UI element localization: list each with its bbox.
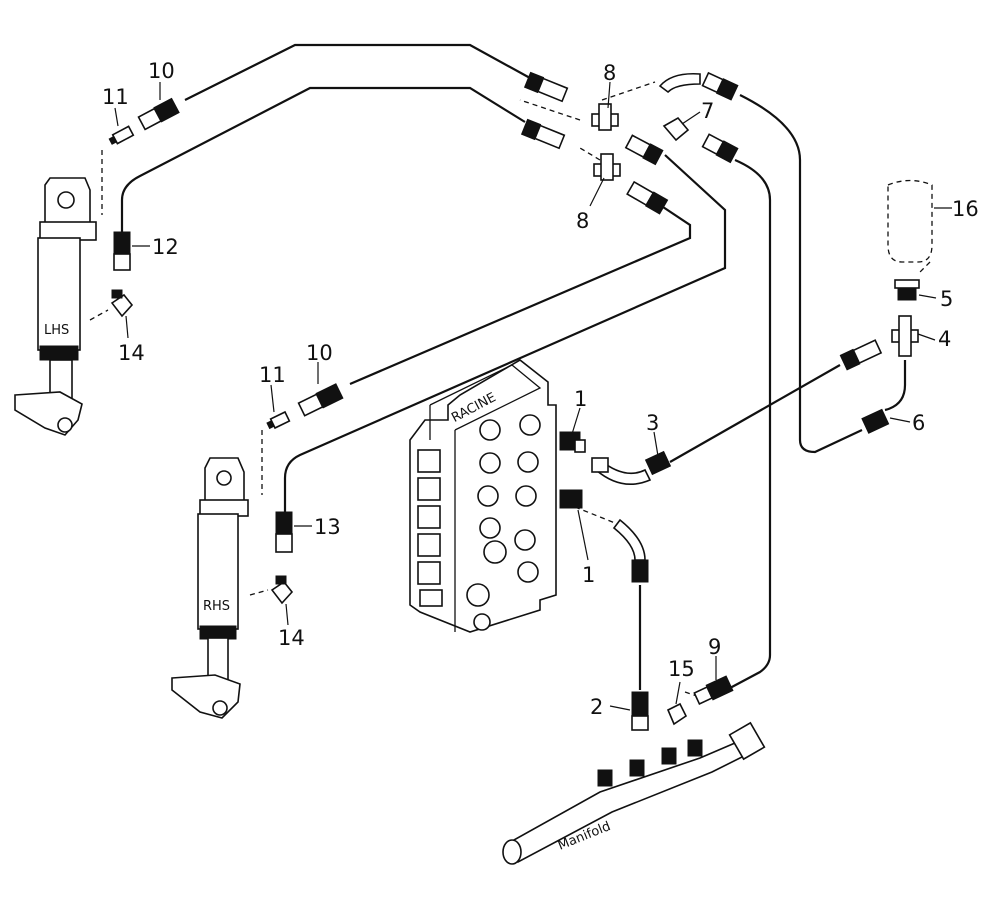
hose-end-6 (861, 408, 890, 434)
pipe-bend-6 (884, 360, 907, 412)
adaptor-11-lhs (108, 125, 135, 145)
callout-8-lower: 8 (576, 209, 589, 233)
coupling-top-2 (520, 118, 566, 150)
cylinder-rhs: RHS (171, 457, 249, 719)
callout-14-rhs: 14 (278, 626, 305, 650)
assembly-guides (89, 81, 931, 698)
pipe-valve-to-tee (669, 364, 841, 463)
elbow-7 (662, 116, 690, 142)
elbow-15 (666, 702, 688, 726)
pipe-lines (120, 43, 907, 690)
manifold-ports (597, 739, 703, 787)
callout-5: 5 (940, 287, 953, 311)
tee-8-upper (591, 103, 619, 131)
valve-ports (466, 414, 541, 631)
fittings (108, 71, 933, 731)
pipe-top-outer (184, 43, 531, 101)
cylinder-lhs: LHS (14, 177, 97, 436)
fitting-2 (631, 691, 649, 731)
pipe-rhs-return (283, 154, 727, 512)
coupling-mid (624, 134, 664, 166)
fitting-12 (113, 231, 131, 271)
fitting-9 (693, 675, 734, 705)
hose-3 (591, 450, 672, 486)
callout-11-rhs: 11 (259, 363, 286, 387)
reservoir-16 (887, 179, 933, 263)
cylinder-lhs-label: LHS (44, 323, 69, 338)
pipe-lhs-return (120, 86, 526, 232)
callout-10-lhs: 10 (148, 59, 175, 83)
callout-8-upper: 8 (603, 61, 616, 85)
callout-13: 13 (314, 515, 341, 539)
callout-3: 3 (646, 411, 659, 435)
coupling-lower-right (626, 180, 669, 215)
callout-9: 9 (708, 635, 721, 659)
hose-end-10-rhs (297, 383, 344, 417)
hose-end-10-lhs (137, 97, 180, 131)
elbow-14-rhs (270, 575, 294, 605)
callout-4: 4 (938, 327, 951, 351)
coupling-top-right (701, 71, 739, 101)
adaptor-11-rhs (266, 410, 291, 430)
valve-side-slots (417, 449, 443, 607)
callout-1-upper: 1 (574, 387, 587, 411)
pipe-right-vertical (739, 94, 863, 454)
callout-12: 12 (152, 235, 179, 259)
callout-10-rhs: 10 (306, 341, 333, 365)
cylinder-rhs-label: RHS (203, 599, 230, 614)
hose-elbow-top (658, 72, 701, 94)
connector-1-upper (559, 431, 586, 453)
connector-1-lower (559, 489, 583, 509)
pipe-to-manifold (729, 158, 772, 689)
callout-2: 2 (590, 695, 603, 719)
elbow-14-lhs (110, 289, 134, 318)
callout-11-lhs: 11 (102, 85, 129, 109)
coupling-top-1 (523, 71, 569, 103)
callout-14-lhs: 14 (118, 341, 145, 365)
pipe-rhs-feed (349, 204, 692, 386)
callout-7: 7 (701, 99, 714, 123)
callouts: 10 11 12 14 10 11 13 14 8 7 8 16 5 4 6 3 (102, 59, 979, 719)
callout-15: 15 (668, 657, 695, 681)
tee-8-lower (593, 153, 621, 181)
valve-block-racine: RACINE (409, 359, 557, 633)
cap-5 (894, 279, 920, 301)
fitting-13 (275, 511, 293, 553)
callout-16: 16 (952, 197, 979, 221)
callout-6: 6 (912, 411, 925, 435)
hose-2-bend (612, 518, 649, 583)
callout-1-lower: 1 (582, 563, 595, 587)
tee-4 (891, 315, 919, 357)
coupling-7-right (701, 133, 739, 164)
manifold: Manifold (502, 721, 766, 865)
coupling-4-left (839, 339, 883, 371)
